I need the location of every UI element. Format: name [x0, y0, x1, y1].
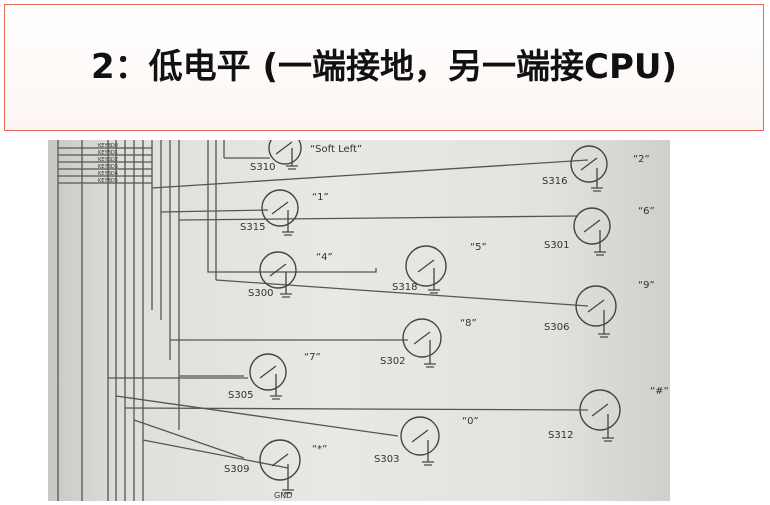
- key-label: “7”: [304, 352, 321, 363]
- pin-label: KEYBD1: [98, 150, 118, 156]
- key-label: “5”: [470, 242, 487, 253]
- ground-symbols: [270, 165, 614, 494]
- switch-ref: S303: [374, 454, 399, 465]
- switch-S309: [259, 439, 301, 481]
- pin-label: KEYBD5: [98, 178, 118, 184]
- switch-S315: [261, 189, 299, 227]
- switch-refs: S310 S316 S315 S301 S300 S318 S306 S302 …: [224, 162, 573, 475]
- switch-ref: S318: [392, 282, 417, 293]
- switch-ref: S315: [240, 222, 265, 233]
- switch-ref: S301: [544, 240, 569, 251]
- slide-title: 2：低电平 (一端接地，另一端接CPU): [90, 47, 678, 87]
- switch-S302: [402, 318, 442, 358]
- switch-S305: [249, 353, 287, 391]
- key-label: “Soft Left”: [310, 144, 362, 155]
- key-label: “1”: [312, 192, 329, 203]
- switch-ref: S309: [224, 464, 249, 475]
- pin-label: KEYBD3: [98, 164, 118, 170]
- switch-S312: [579, 389, 621, 431]
- wires: [57, 140, 589, 501]
- switch-S306: [575, 285, 617, 327]
- key-label: “2”: [633, 154, 650, 165]
- key-label: “0”: [462, 416, 479, 427]
- switch-S316: [570, 145, 608, 183]
- switch-contacts: [259, 141, 609, 490]
- key-label: “*”: [312, 444, 327, 455]
- pin-label: KEYBD0: [98, 143, 118, 149]
- switch-symbols: [249, 131, 621, 481]
- switch-S310: [268, 131, 302, 165]
- schematic-photo: KEYBD0 KEYBD1 KEYBD2 KEYBD3 KEYBD4 KEYBD…: [48, 131, 670, 501]
- switch-S301: [573, 207, 611, 245]
- switch-S300: [259, 251, 297, 289]
- key-label: “9”: [638, 280, 655, 291]
- pin-label: KEYBD2: [98, 157, 118, 163]
- switch-ref: S305: [228, 390, 253, 401]
- key-label: “6”: [638, 206, 655, 217]
- switch-ref: S302: [380, 356, 405, 367]
- switch-ref: S306: [544, 322, 569, 333]
- switch-ref: S310: [250, 162, 275, 173]
- switch-S303: [400, 416, 440, 456]
- switch-ref: S312: [548, 430, 573, 441]
- pin-label: KEYBD4: [98, 171, 118, 177]
- switch-S318: [405, 245, 447, 287]
- key-label: “#”: [650, 386, 669, 397]
- switch-ref: S316: [542, 176, 567, 187]
- ground-label: GND: [274, 491, 292, 500]
- key-label: “4”: [316, 252, 333, 263]
- keypad-schematic: KEYBD0 KEYBD1 KEYBD2 KEYBD3 KEYBD4 KEYBD…: [57, 131, 669, 501]
- switch-ref: S300: [248, 288, 273, 299]
- key-labels: “Soft Left” “2” “1” “6” “4” “5” “9” “8” …: [304, 144, 669, 455]
- pin-labels: KEYBD0 KEYBD1 KEYBD2 KEYBD3 KEYBD4 KEYBD…: [98, 143, 118, 184]
- key-label: “8”: [460, 318, 477, 329]
- title-banner: 2：低电平 (一端接地，另一端接CPU): [4, 4, 764, 131]
